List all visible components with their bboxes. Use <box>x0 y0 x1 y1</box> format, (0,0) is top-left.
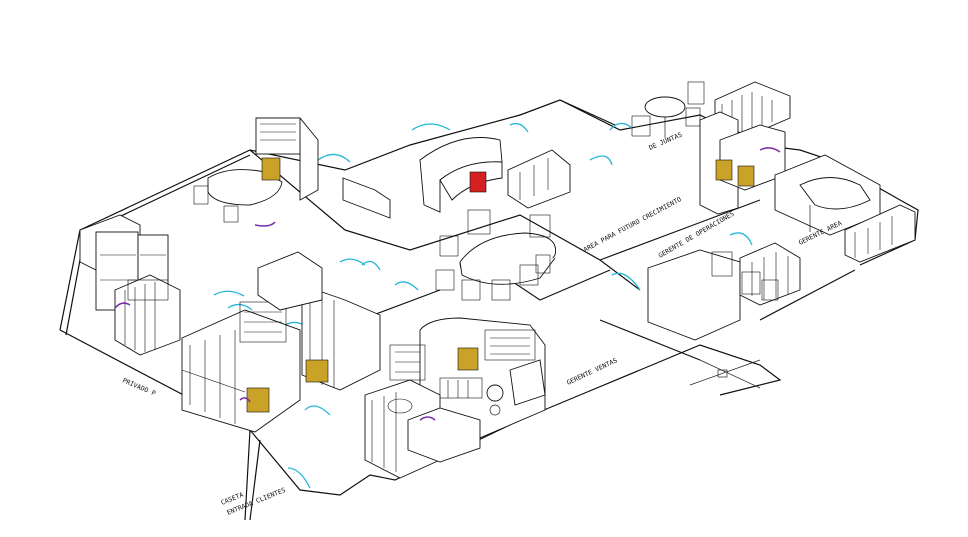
conference-table <box>435 209 557 301</box>
reception-desk <box>419 137 571 213</box>
top-right-meeting <box>631 81 791 215</box>
label-privado: PRIVADO P <box>121 376 157 397</box>
far-right-office <box>774 154 916 263</box>
workstation-cluster-left <box>114 251 381 433</box>
label-sala-juntas: DE JUNTAS <box>648 131 684 152</box>
door-swings <box>213 122 753 489</box>
workstation-cluster-center <box>364 317 546 479</box>
label-area-futuro: AREA PARA FUTURO CRECIMIENTO <box>582 195 683 254</box>
lounge-sofa <box>647 242 801 341</box>
